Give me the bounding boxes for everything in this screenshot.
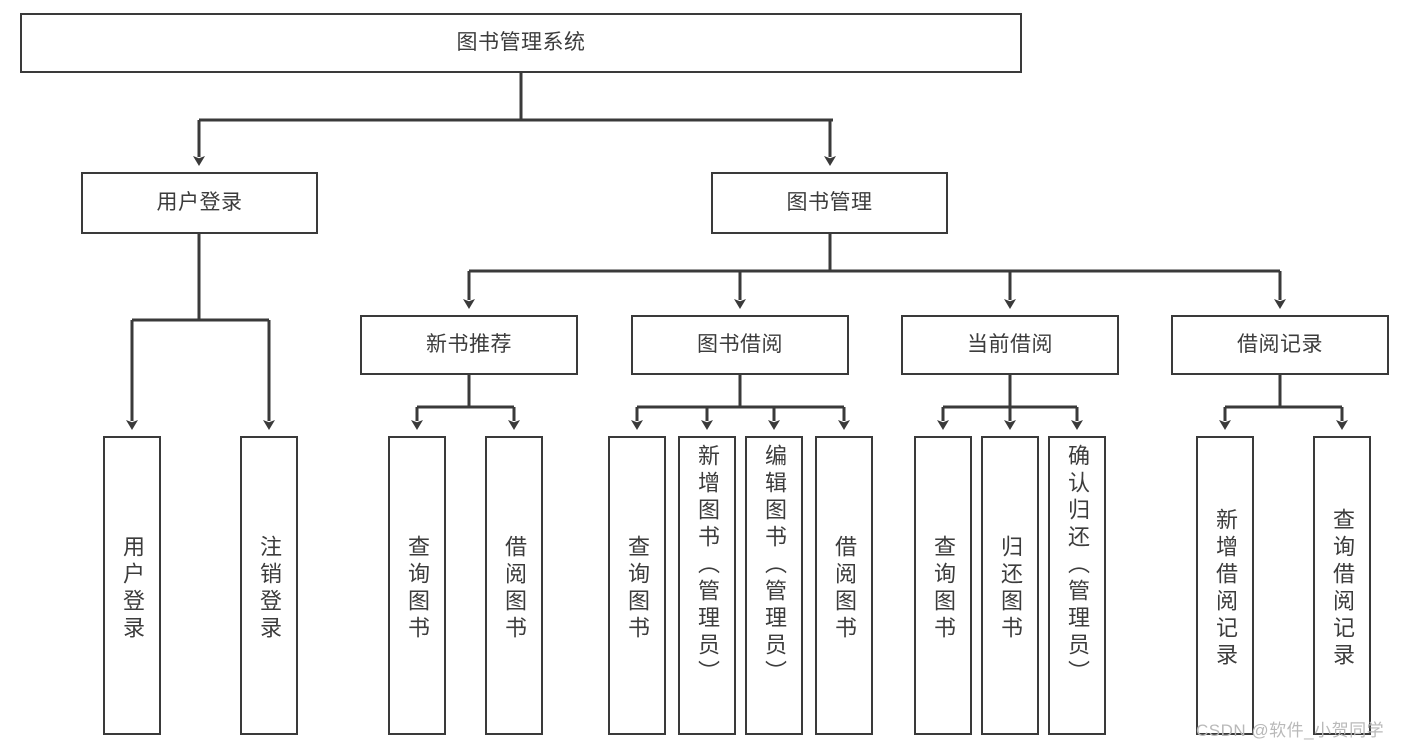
node-leaf-borrow-book-2-label: 借阅图书 xyxy=(832,534,857,643)
node-leaf-query-book-1-label: 查询图书 xyxy=(405,534,430,643)
node-leaf-confirm-return[interactable]: 确认归还（管理员） xyxy=(1048,436,1106,735)
watermark-text: CSDN @软件_小贺同学 xyxy=(1196,721,1385,740)
node-leaf-confirm-return-label: 确认归还（管理员） xyxy=(1065,444,1090,687)
node-leaf-query-record-label: 查询借阅记录 xyxy=(1330,507,1355,670)
node-root-label: 图书管理系统 xyxy=(456,31,586,55)
node-leaf-add-book-label: 新增图书（管理员） xyxy=(695,444,720,687)
node-leaf-logout-label: 注销登录 xyxy=(257,534,282,643)
node-leaf-borrow-book-1[interactable]: 借阅图书 xyxy=(485,436,543,735)
node-leaf-query-book-3-label: 查询图书 xyxy=(931,534,956,643)
node-user-login[interactable]: 用户登录 xyxy=(81,172,318,234)
node-new-book-rec-label: 新书推荐 xyxy=(426,333,512,357)
node-user-login-label: 用户登录 xyxy=(156,191,243,215)
node-book-manage[interactable]: 图书管理 xyxy=(711,172,948,234)
node-leaf-user-login[interactable]: 用户登录 xyxy=(103,436,161,735)
node-leaf-add-record-label: 新增借阅记录 xyxy=(1213,507,1238,670)
node-current-borrow-label: 当前借阅 xyxy=(967,333,1053,357)
node-root[interactable]: 图书管理系统 xyxy=(20,13,1022,73)
node-leaf-logout[interactable]: 注销登录 xyxy=(240,436,298,735)
node-book-manage-label: 图书管理 xyxy=(786,191,873,215)
node-leaf-borrow-book-2[interactable]: 借阅图书 xyxy=(815,436,873,735)
node-book-borrow-label: 图书借阅 xyxy=(697,333,783,357)
node-leaf-query-book-3[interactable]: 查询图书 xyxy=(914,436,972,735)
node-leaf-add-book[interactable]: 新增图书（管理员） xyxy=(678,436,736,735)
node-leaf-query-book-2[interactable]: 查询图书 xyxy=(608,436,666,735)
node-leaf-add-record[interactable]: 新增借阅记录 xyxy=(1196,436,1254,735)
node-leaf-borrow-book-1-label: 借阅图书 xyxy=(502,534,527,643)
node-leaf-edit-book[interactable]: 编辑图书（管理员） xyxy=(745,436,803,735)
node-borrow-record-label: 借阅记录 xyxy=(1237,333,1323,357)
node-leaf-query-book-2-label: 查询图书 xyxy=(625,534,650,643)
node-borrow-record[interactable]: 借阅记录 xyxy=(1171,315,1389,375)
node-leaf-edit-book-label: 编辑图书（管理员） xyxy=(762,444,787,687)
node-book-borrow[interactable]: 图书借阅 xyxy=(631,315,849,375)
node-current-borrow[interactable]: 当前借阅 xyxy=(901,315,1119,375)
node-leaf-query-record[interactable]: 查询借阅记录 xyxy=(1313,436,1371,735)
node-leaf-return-book-label: 归还图书 xyxy=(998,534,1023,643)
node-leaf-user-login-label: 用户登录 xyxy=(120,534,145,643)
node-new-book-rec[interactable]: 新书推荐 xyxy=(360,315,578,375)
node-leaf-query-book-1[interactable]: 查询图书 xyxy=(388,436,446,735)
node-leaf-return-book[interactable]: 归还图书 xyxy=(981,436,1039,735)
